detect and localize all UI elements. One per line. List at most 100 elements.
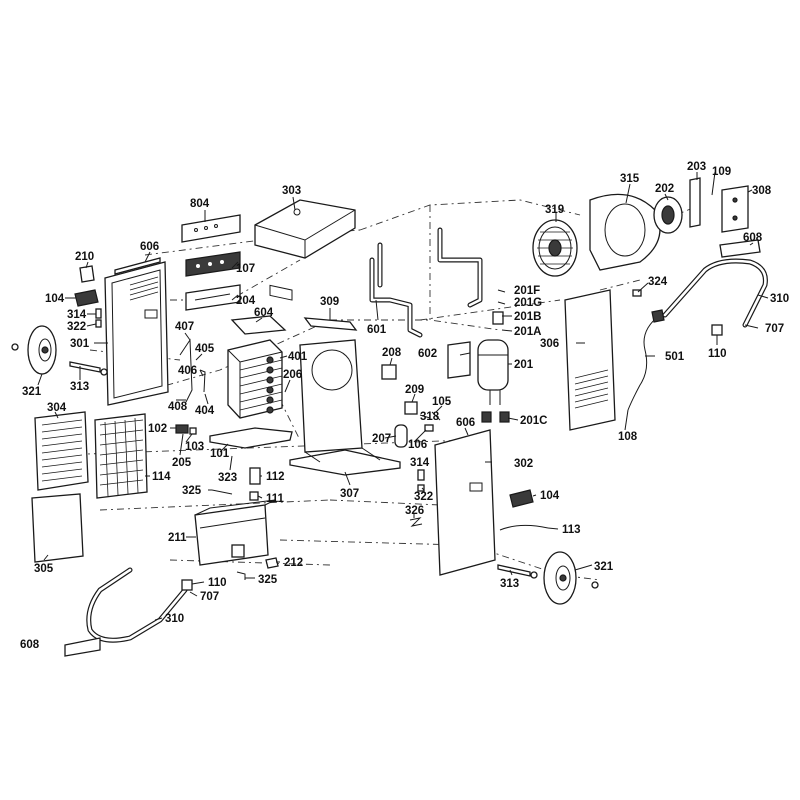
label-321-left: 321 bbox=[22, 386, 42, 398]
label-110-left: 110 bbox=[208, 577, 227, 589]
label-209: 209 bbox=[405, 384, 424, 396]
label-101: 101 bbox=[210, 448, 230, 460]
label-608-right: 608 bbox=[743, 232, 763, 244]
label-315: 315 bbox=[620, 173, 640, 185]
label-106: 106 bbox=[408, 439, 427, 451]
label-707-right: 707 bbox=[765, 323, 784, 335]
label-107: 107 bbox=[236, 263, 255, 275]
part-307-base-frame bbox=[289, 339, 401, 476]
label-606-right: 606 bbox=[456, 417, 475, 429]
part-310-handle-right bbox=[662, 258, 768, 328]
label-201F: 201F bbox=[514, 285, 540, 297]
label-306: 306 bbox=[540, 338, 559, 350]
label-313-left: 313 bbox=[70, 381, 89, 393]
label-212: 212 bbox=[284, 557, 303, 569]
part-114-filter-mesh bbox=[94, 413, 148, 499]
label-207: 207 bbox=[372, 433, 391, 445]
part-113-drain-tube bbox=[499, 524, 549, 531]
part-302-right-panel bbox=[434, 429, 496, 576]
label-202: 202 bbox=[655, 183, 674, 195]
label-201G: 201G bbox=[514, 297, 542, 309]
label-309: 309 bbox=[320, 296, 339, 308]
label-208: 208 bbox=[382, 347, 402, 359]
part-204-circuit-board bbox=[185, 284, 241, 311]
label-102: 102 bbox=[148, 423, 167, 435]
label-405: 405 bbox=[195, 343, 215, 355]
label-322-left: 322 bbox=[67, 321, 86, 333]
part-602-pad bbox=[447, 341, 471, 379]
part-604-insulation bbox=[230, 315, 287, 335]
part-310-handle-left bbox=[86, 567, 188, 643]
part-309-rail bbox=[303, 317, 358, 331]
part-301-left-panel bbox=[104, 261, 169, 406]
label-201C: 201C bbox=[520, 415, 548, 427]
label-210: 210 bbox=[75, 251, 94, 263]
part-207-capacitor bbox=[394, 424, 408, 448]
label-606-top: 606 bbox=[140, 241, 159, 253]
label-401: 401 bbox=[288, 351, 308, 363]
part-208-relay bbox=[381, 364, 397, 380]
label-314-left: 314 bbox=[67, 309, 87, 321]
label-404: 404 bbox=[195, 405, 215, 417]
part-608-grip-left bbox=[64, 637, 101, 657]
leader-lines bbox=[37, 171, 769, 621]
label-310-left: 310 bbox=[165, 613, 184, 625]
part-201F-condenser-tube bbox=[437, 227, 483, 308]
label-305: 305 bbox=[34, 563, 54, 575]
part-407-capillary bbox=[179, 338, 193, 403]
label-307: 307 bbox=[340, 488, 359, 500]
label-109: 109 bbox=[712, 166, 731, 178]
label-313-right: 313 bbox=[500, 578, 519, 590]
label-304: 304 bbox=[47, 402, 67, 414]
part-104-switch-left bbox=[74, 289, 99, 307]
part-321-wheel-left bbox=[11, 325, 57, 375]
part-209-relay bbox=[404, 401, 418, 415]
label-602: 602 bbox=[418, 348, 437, 360]
label-211: 211 bbox=[168, 532, 187, 544]
label-114: 114 bbox=[152, 471, 171, 483]
part-313-axle-right bbox=[497, 564, 538, 579]
part-201-compressor bbox=[477, 311, 510, 423]
label-322-right: 322 bbox=[414, 491, 433, 503]
part-102-103-205-small bbox=[175, 424, 197, 435]
label-105: 105 bbox=[432, 396, 452, 408]
part-501-power-cord bbox=[627, 309, 665, 411]
part-315-blower-housing bbox=[589, 193, 661, 271]
label-324: 324 bbox=[648, 276, 668, 288]
label-407: 407 bbox=[175, 321, 194, 333]
label-113: 113 bbox=[562, 524, 581, 536]
label-108: 108 bbox=[618, 431, 638, 443]
label-111: 111 bbox=[266, 493, 285, 505]
part-211-water-tank bbox=[194, 499, 276, 566]
part-number-labels: 804 303 319 315 202 203 109 308 608 210 … bbox=[20, 161, 789, 651]
part-324-clip bbox=[632, 289, 642, 297]
label-110-right: 110 bbox=[708, 348, 727, 360]
part-401-evaporator-coil bbox=[227, 339, 283, 419]
label-804: 804 bbox=[190, 198, 210, 210]
part-804-label-plate bbox=[181, 214, 241, 243]
label-301: 301 bbox=[70, 338, 90, 350]
label-206: 206 bbox=[283, 369, 302, 381]
label-319: 319 bbox=[545, 204, 564, 216]
label-203: 203 bbox=[687, 161, 706, 173]
label-302: 302 bbox=[514, 458, 533, 470]
part-110-cap-left bbox=[181, 579, 193, 591]
label-323: 323 bbox=[218, 472, 237, 484]
part-608-grip-right bbox=[719, 239, 761, 258]
part-314-322-fasteners-left bbox=[95, 308, 102, 328]
part-101-drip-tray bbox=[209, 427, 293, 449]
part-313-axle-left bbox=[69, 361, 108, 376]
label-501: 501 bbox=[665, 351, 685, 363]
part-304-front-grille bbox=[34, 411, 89, 491]
part-110-cap-right bbox=[711, 324, 723, 336]
label-604: 604 bbox=[254, 307, 274, 319]
part-306-back-panel bbox=[564, 289, 616, 431]
label-601: 601 bbox=[367, 324, 387, 336]
part-308-bracket bbox=[721, 185, 749, 233]
label-318: 318 bbox=[420, 411, 440, 423]
label-310-right: 310 bbox=[770, 293, 789, 305]
part-321-wheel-right bbox=[543, 551, 599, 605]
label-201: 201 bbox=[514, 359, 534, 371]
label-308: 308 bbox=[752, 185, 772, 197]
part-202-motor bbox=[653, 196, 683, 234]
